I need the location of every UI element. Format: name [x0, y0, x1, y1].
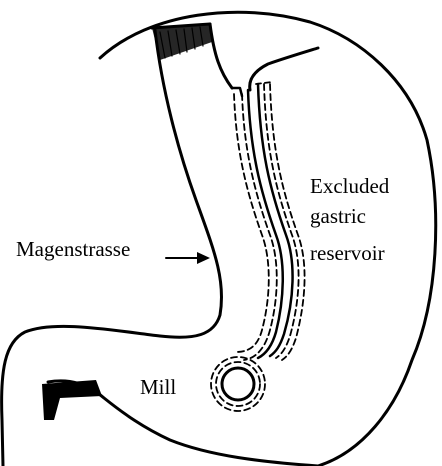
- partition-top-hook: [248, 46, 320, 92]
- staple-line-right: [263, 83, 300, 359]
- lesser-curvature-wall: [0, 28, 224, 466]
- staple-line-right-outer: [269, 83, 306, 361]
- magenstrasse-arrow: [165, 252, 210, 264]
- label-excluded-line3: reservoir: [310, 241, 385, 265]
- tube-right-wall: [208, 22, 234, 90]
- tube-notch: [230, 86, 244, 98]
- esophagus-hatching: [150, 22, 212, 60]
- pylorus-hatching: [42, 380, 102, 420]
- partition-wall-left: [246, 88, 284, 360]
- label-excluded-line2: gastric: [310, 204, 366, 228]
- stomach-outer-wall: [98, 10, 438, 466]
- label-mill: Mill: [140, 375, 176, 399]
- label-excluded-line1: Excluded: [310, 174, 390, 198]
- staple-line-left-inner: [241, 93, 278, 361]
- staple-line-left: [233, 93, 270, 353]
- partition-wall-right: [256, 82, 294, 358]
- pouch-ring: [210, 356, 266, 412]
- label-magenstrasse: Magenstrasse: [16, 237, 130, 261]
